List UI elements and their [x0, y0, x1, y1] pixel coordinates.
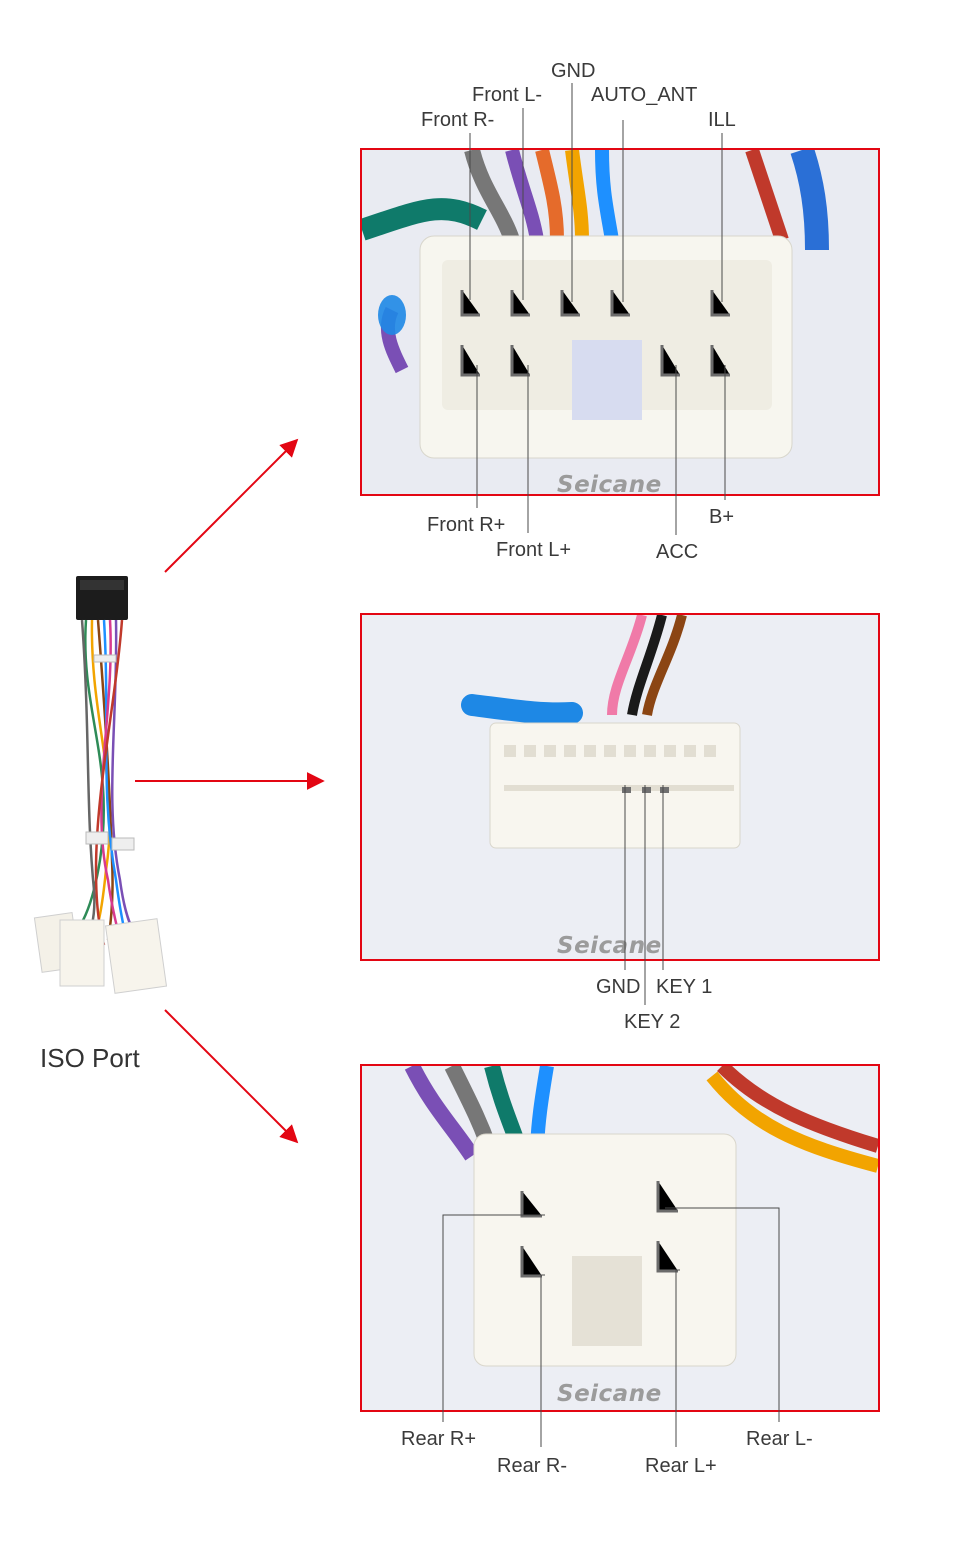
- pin-label-front-r-plus: Front R+: [427, 514, 506, 536]
- pin-label-rear-r-plus: Rear R+: [401, 1428, 477, 1450]
- connector-2-photo: Seicane: [360, 613, 880, 961]
- pin-label-acc: ACC: [656, 541, 699, 563]
- pin-label-rear-l-minus: Rear L-: [746, 1428, 813, 1450]
- pin-label-auto-ant: AUTO_ANT: [591, 84, 698, 106]
- arrow-to-connector-1: [164, 438, 299, 573]
- pin-label-front-r-minus: Front R-: [421, 109, 495, 131]
- pin-label-key-2: KEY 2: [624, 1011, 681, 1033]
- pin-label-ill: ILL: [708, 109, 736, 131]
- arrow-to-connector-3: [164, 1009, 299, 1144]
- iso-harness-image: [33, 576, 168, 994]
- connector-3-photo: Seicane: [360, 1064, 880, 1412]
- pin-label-gnd-2: GND: [596, 976, 641, 998]
- pin-label-rear-r-minus: Rear R-: [497, 1455, 568, 1477]
- pin-label-b-plus: B+: [709, 506, 735, 528]
- watermark: Seicane: [557, 472, 662, 496]
- watermark: Seicane: [557, 1381, 662, 1407]
- pin-label-gnd: GND: [551, 60, 596, 82]
- pin-label-key-1: KEY 1: [656, 976, 713, 998]
- watermark: Seicane: [557, 933, 662, 959]
- pin-label-front-l-plus: Front L+: [496, 539, 572, 561]
- iso-port-label: ISO Port: [40, 1043, 140, 1073]
- pin-label-front-l-minus: Front L-: [472, 84, 543, 106]
- connector-1-photo: Seicane: [360, 148, 880, 496]
- pin-label-rear-l-plus: Rear L+: [645, 1455, 717, 1477]
